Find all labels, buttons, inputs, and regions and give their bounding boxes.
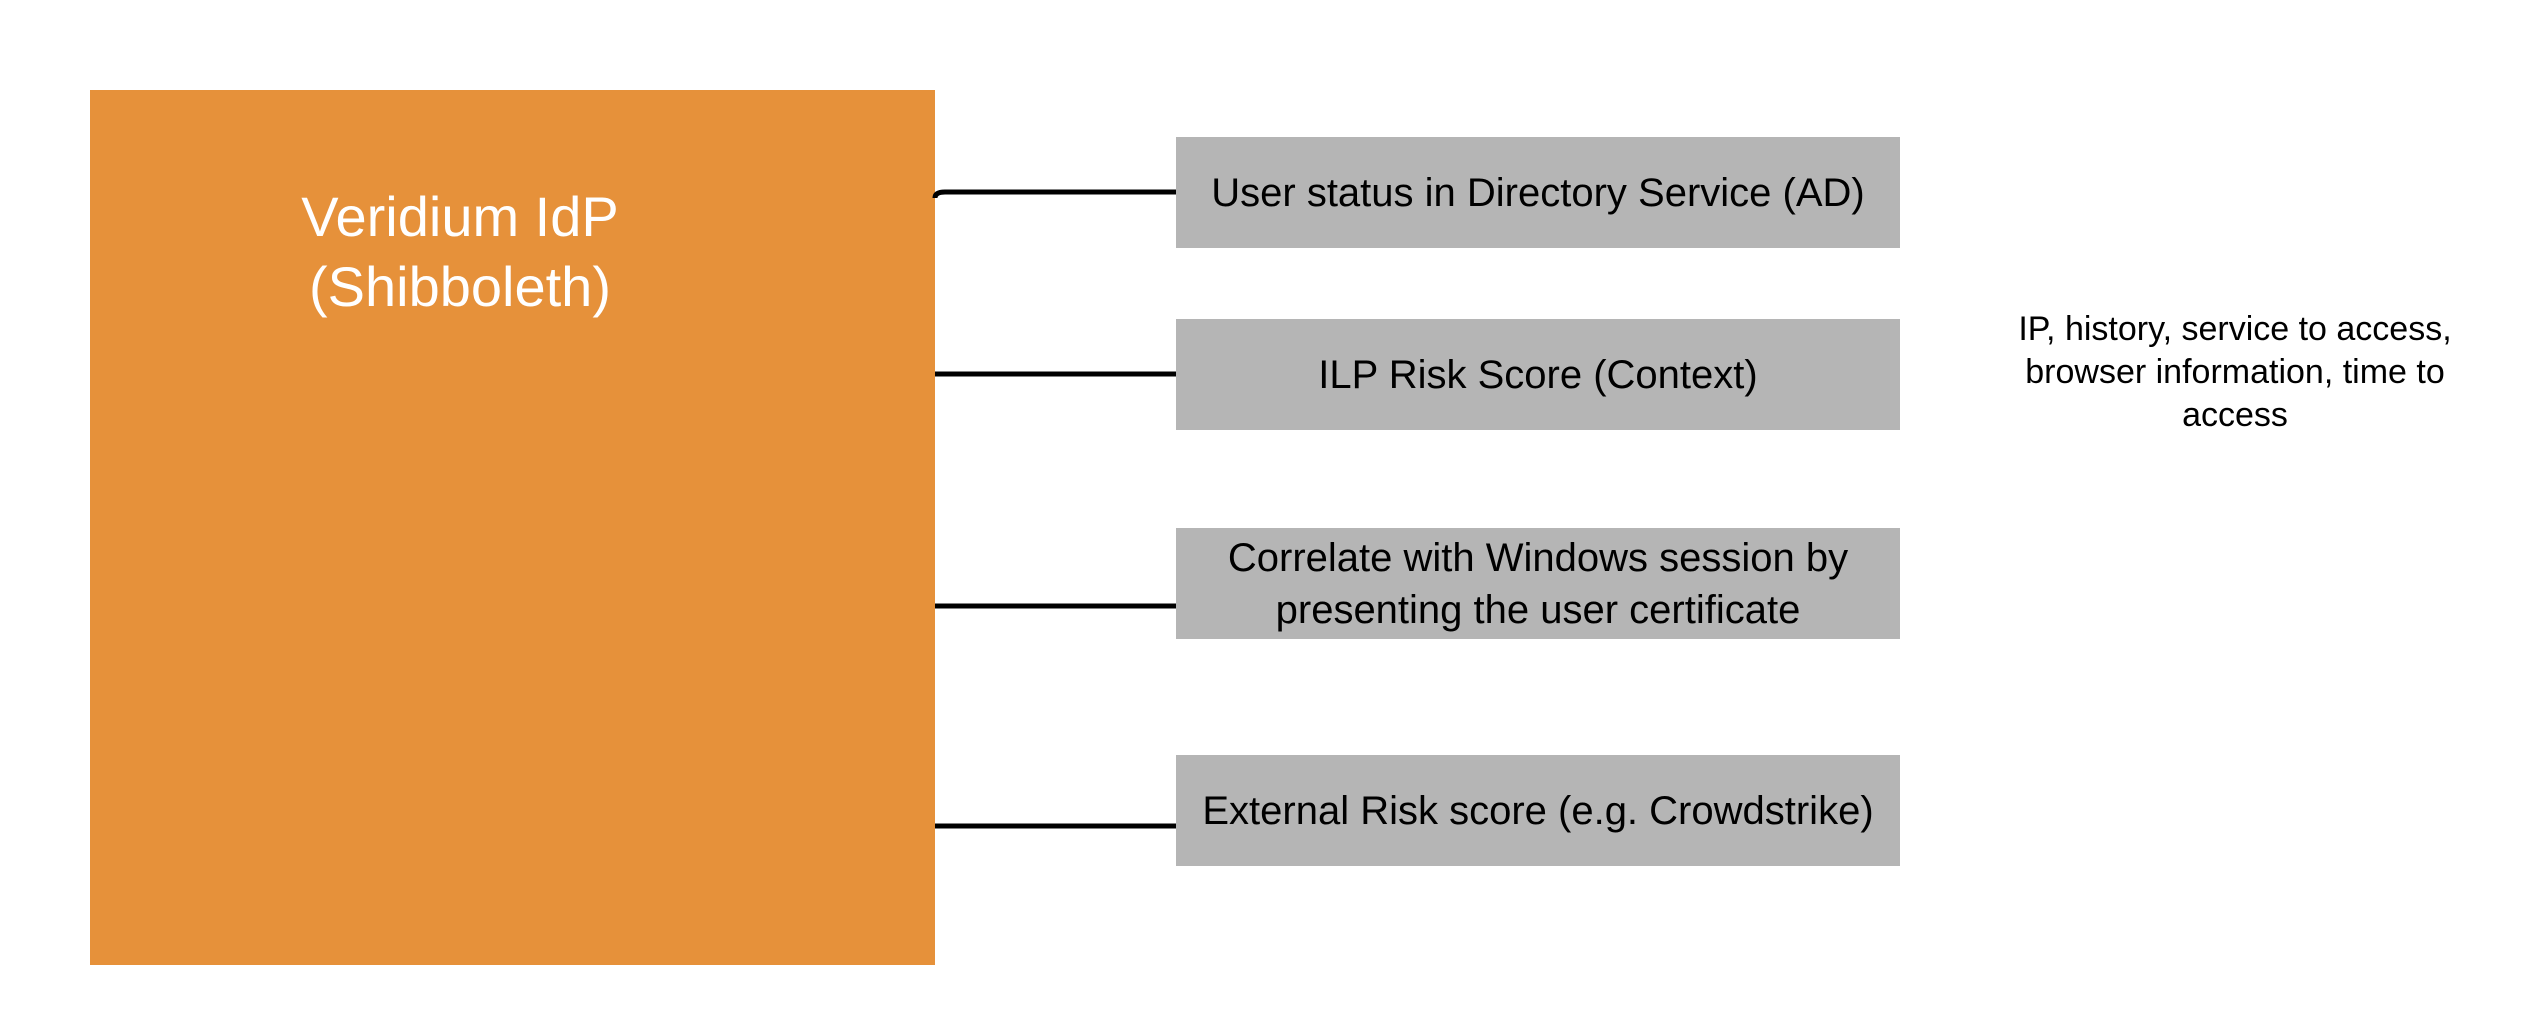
context-note: IP, history, service to access, browser … <box>2018 310 2452 434</box>
factor-directory-service: User status in Directory Service (AD) <box>1176 137 1900 248</box>
idp-title: Veridium IdP (Shibboleth) <box>301 185 619 318</box>
factor-external-risk: External Risk score (e.g. Crowdstrike) <box>1176 755 1900 866</box>
idp-box: Veridium IdP (Shibboleth) <box>90 90 935 965</box>
connector-directory-service <box>932 189 1176 199</box>
factor-windows-session: Correlate with Windows session by presen… <box>1176 528 1900 639</box>
factor-ilp-risk-score: ILP Risk Score (Context) <box>1176 319 1900 430</box>
